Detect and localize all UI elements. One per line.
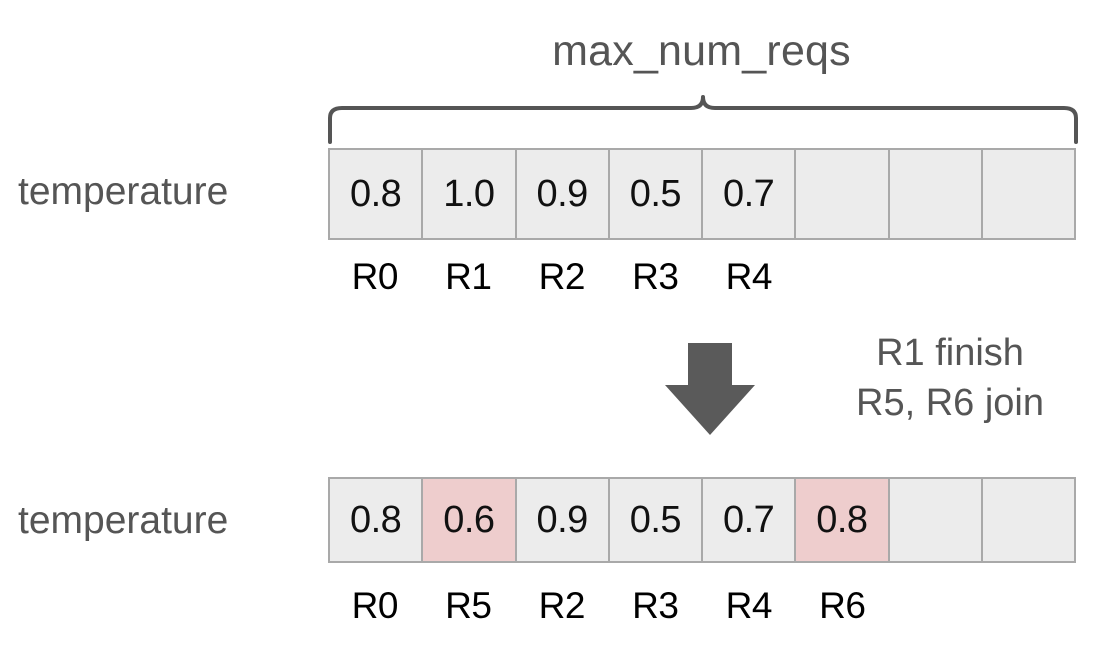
span-brace — [322, 82, 1084, 144]
request-id-label — [983, 255, 1077, 299]
request-id-label: R3 — [632, 256, 679, 297]
array-cell-empty[interactable] — [796, 150, 890, 238]
array-cell[interactable]: 0.9 — [516, 150, 610, 238]
annotation-line-1: R1 finish — [876, 332, 1024, 374]
request-id-label — [796, 255, 890, 299]
array-cell[interactable]: 0.7 — [703, 150, 797, 238]
request-id-label: R4 — [725, 256, 773, 297]
request-id-label: R5 — [445, 585, 492, 626]
request-id-labels-before: R0 R1 R2 R3 R4 — [328, 255, 1076, 299]
brace-icon — [328, 95, 1078, 144]
annotation-line-2: R5, R6 join — [856, 382, 1044, 424]
row-label-temperature-after: temperature — [18, 499, 229, 542]
row-label-temperature-before: temperature — [18, 170, 229, 213]
request-id-label: R4 — [725, 585, 773, 626]
array-cell-empty[interactable] — [889, 479, 983, 561]
request-id-label: R1 — [445, 256, 492, 297]
array-cell-highlighted[interactable]: 0.8 — [796, 479, 890, 561]
array-cell[interactable]: 0.7 — [703, 479, 797, 561]
array-cell-highlighted[interactable]: 0.6 — [423, 479, 517, 561]
array-cell-empty[interactable] — [982, 479, 1074, 561]
down-arrow-icon — [665, 343, 755, 435]
request-id-label — [983, 584, 1077, 628]
array-cell[interactable]: 0.8 — [330, 479, 424, 561]
page-title: max_num_reqs — [552, 27, 851, 75]
request-id-label: R0 — [351, 585, 399, 626]
array-cell[interactable]: 0.9 — [516, 479, 610, 561]
request-id-label: R6 — [819, 585, 866, 626]
temperature-array-before: 0.8 1.0 0.9 0.5 0.7 — [328, 148, 1076, 240]
request-id-label — [889, 584, 983, 628]
array-cell[interactable]: 0.8 — [330, 150, 424, 238]
array-cell[interactable]: 1.0 — [423, 150, 517, 238]
request-id-labels-after: R0 R5 R2 R3 R4 R6 — [328, 584, 1076, 628]
request-id-label: R0 — [351, 256, 399, 297]
temperature-array-after: 0.8 0.6 0.9 0.5 0.7 0.8 — [328, 477, 1076, 563]
request-id-label — [889, 255, 983, 299]
array-cell-empty[interactable] — [982, 150, 1074, 238]
request-id-label: R2 — [538, 256, 586, 297]
array-cell-empty[interactable] — [889, 150, 983, 238]
request-id-label: R3 — [632, 585, 679, 626]
array-cell[interactable]: 0.5 — [609, 150, 703, 238]
request-id-label: R2 — [538, 585, 586, 626]
transition-arrow — [662, 341, 758, 437]
transition-annotation: R1 finish R5, R6 join — [820, 328, 1080, 428]
array-cell[interactable]: 0.5 — [609, 479, 703, 561]
